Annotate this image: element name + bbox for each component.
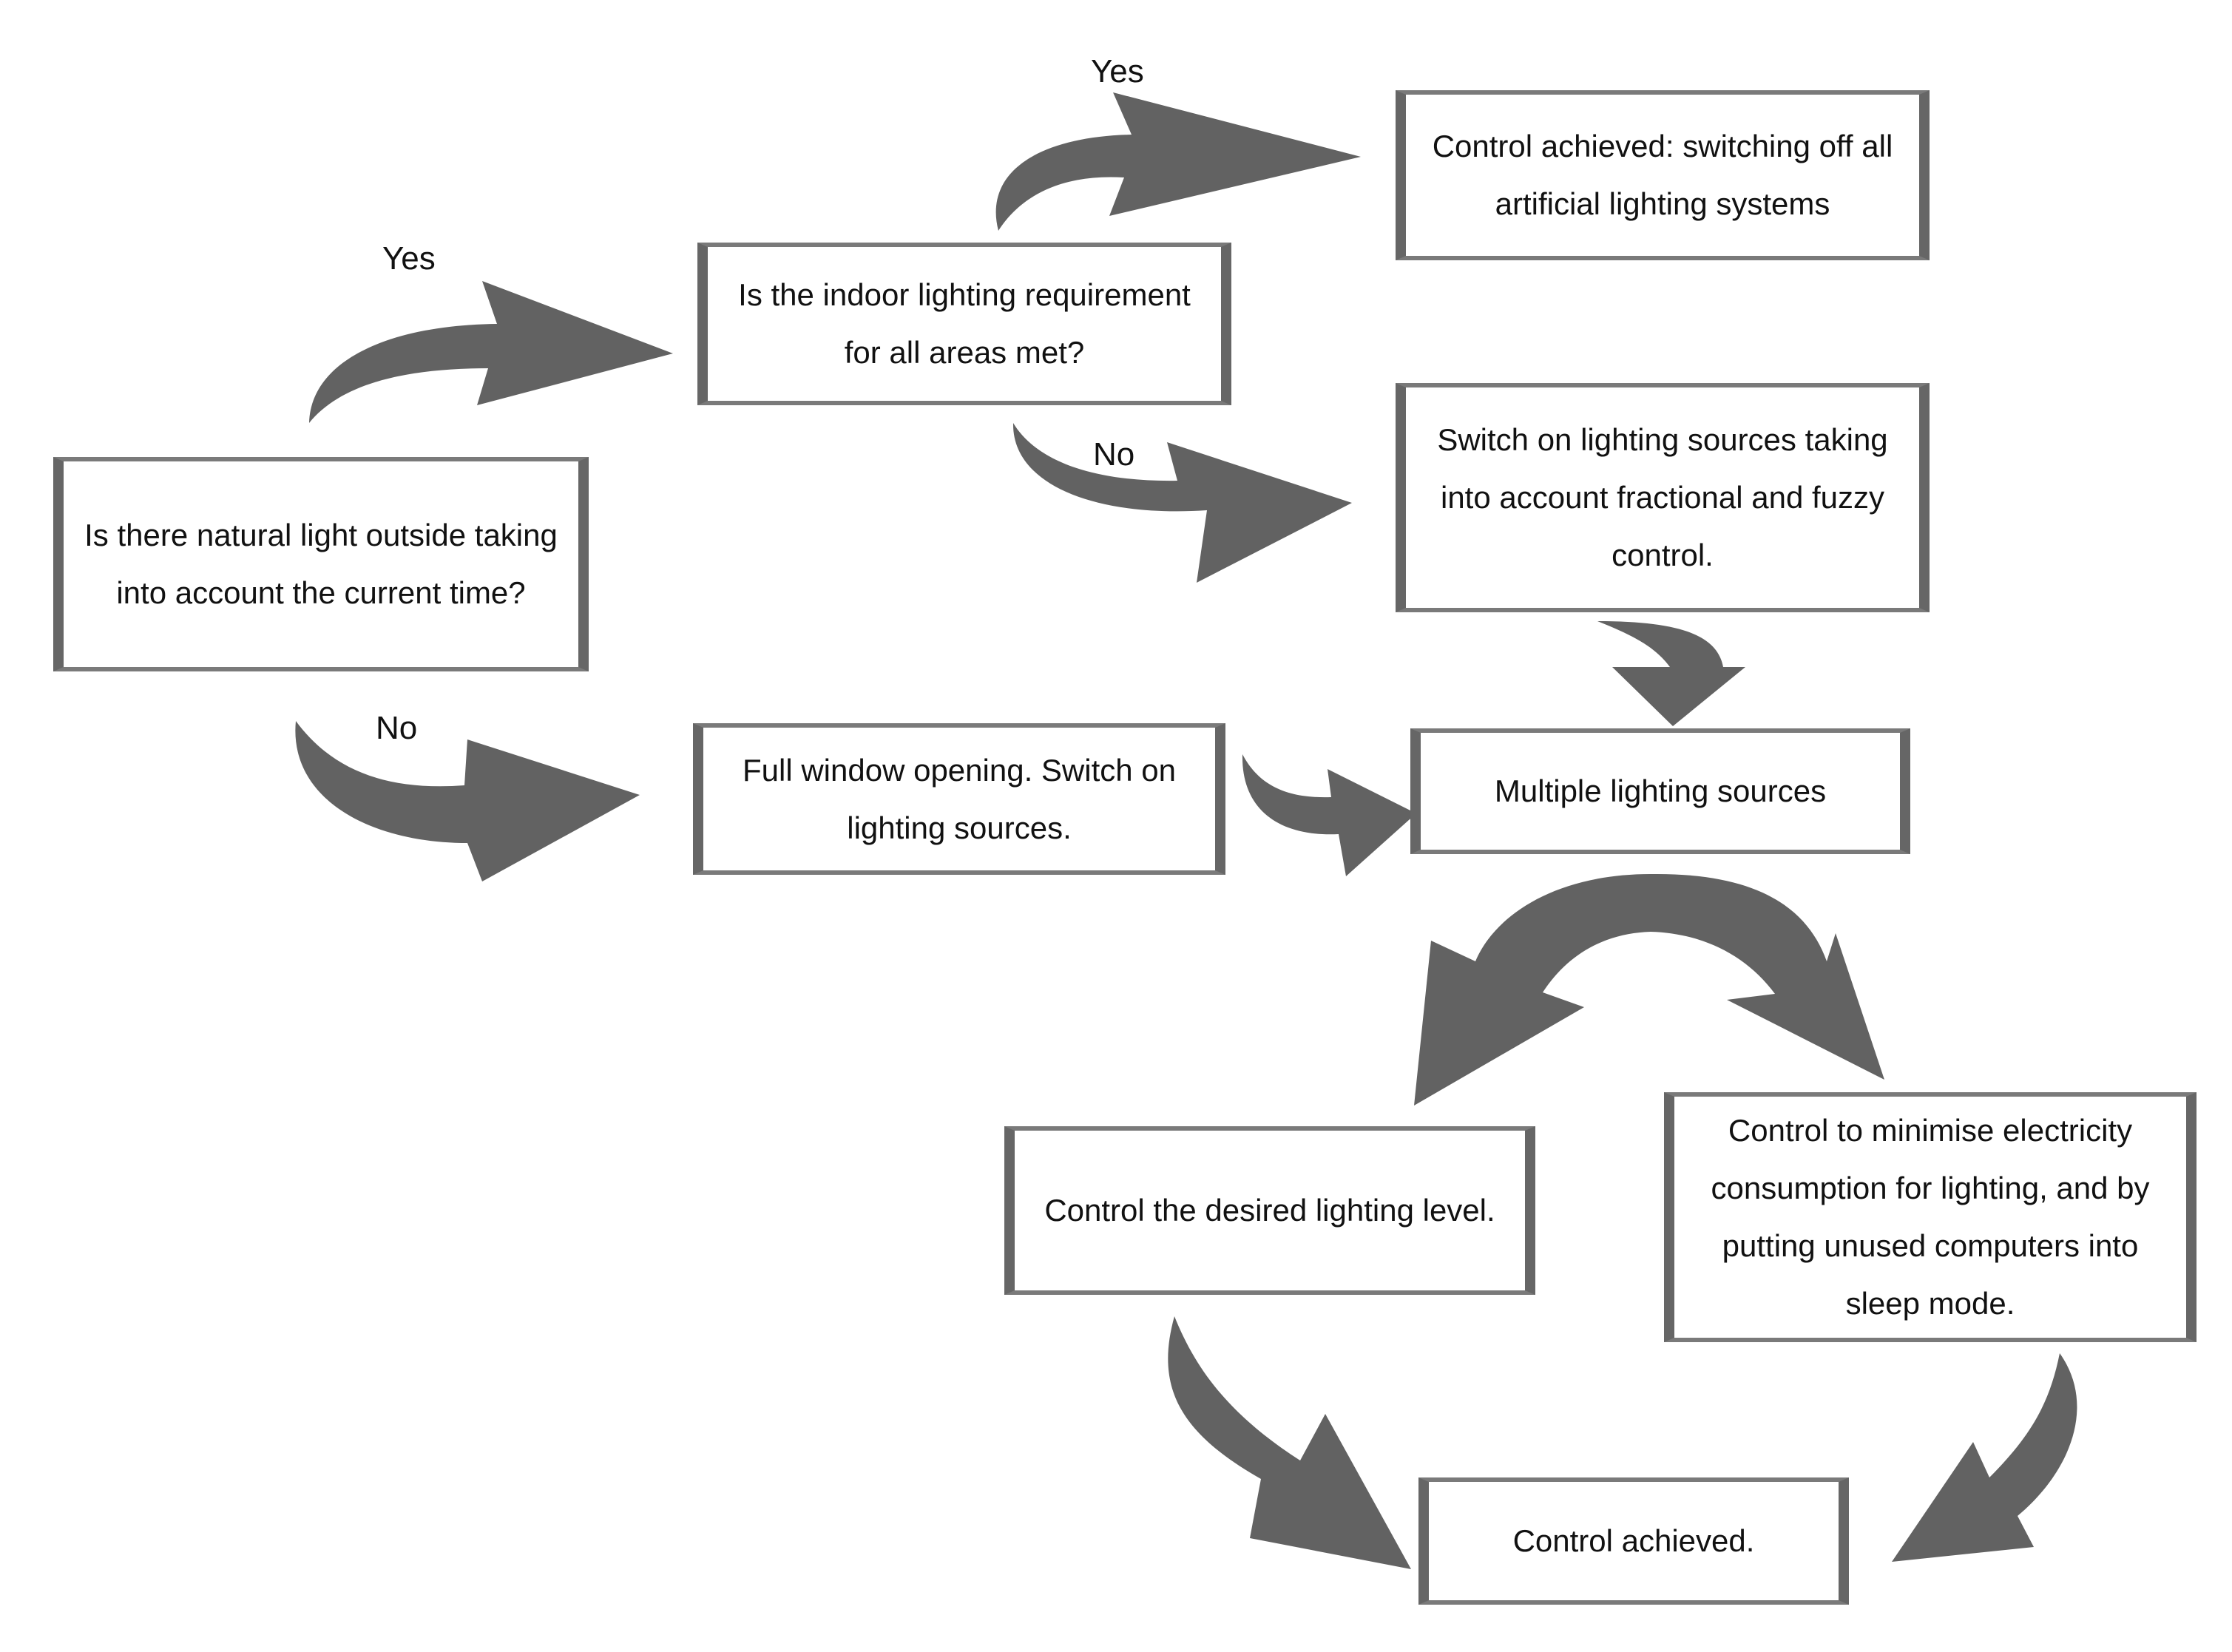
node-natural-light-text: Is there natural light outside taking in… — [84, 518, 558, 610]
node-indoor-requirement-text: Is the indoor lighting requirement for a… — [738, 277, 1191, 370]
arrow-no-indoor — [1012, 423, 1352, 583]
arrow-multiple-to-desired — [1414, 874, 1651, 1106]
edge-label-no-natural: No — [376, 710, 418, 746]
edge-label-yes-natural: Yes — [382, 240, 436, 277]
node-all-off-text: Control achieved: switching off all arti… — [1432, 129, 1893, 221]
node-indoor-requirement: Is the indoor lighting requirement for a… — [697, 243, 1231, 405]
node-control-achieved-text: Control achieved. — [1512, 1523, 1755, 1558]
arrow-fractional-to-multiple — [1597, 621, 1745, 726]
node-multiple-sources: Multiple lighting sources — [1410, 728, 1910, 854]
node-all-off: Control achieved: switching off all arti… — [1396, 90, 1930, 260]
node-desired-level: Control the desired lighting level. — [1004, 1126, 1535, 1295]
node-switch-on-fractional-text: Switch on lighting sources taking into a… — [1437, 422, 1888, 572]
node-minimise-consumption-text: Control to minimise electricity consumpt… — [1711, 1113, 2150, 1321]
node-full-window: Full window opening. Switch on lighting … — [693, 723, 1225, 875]
arrow-multiple-to-minimise — [1651, 873, 1884, 1080]
arrow-yes-indoor — [995, 92, 1361, 231]
node-natural-light: Is there natural light outside taking in… — [53, 457, 589, 671]
arrow-no-natural — [295, 721, 640, 881]
arrow-minimise-to-achieved — [1892, 1353, 2077, 1562]
edge-label-no-indoor: No — [1093, 436, 1135, 473]
edge-label-yes-indoor: Yes — [1091, 53, 1144, 89]
node-desired-level-text: Control the desired lighting level. — [1044, 1193, 1495, 1228]
arrow-yes-natural — [309, 281, 673, 423]
node-minimise-consumption: Control to minimise electricity consumpt… — [1664, 1092, 2197, 1342]
node-switch-on-fractional: Switch on lighting sources taking into a… — [1396, 383, 1930, 612]
arrow-window-to-multiple — [1242, 754, 1416, 876]
node-full-window-text: Full window opening. Switch on lighting … — [743, 752, 1176, 845]
node-multiple-sources-text: Multiple lighting sources — [1494, 773, 1827, 808]
node-control-achieved: Control achieved. — [1418, 1477, 1849, 1605]
arrow-desired-to-achieved — [1168, 1316, 1411, 1569]
